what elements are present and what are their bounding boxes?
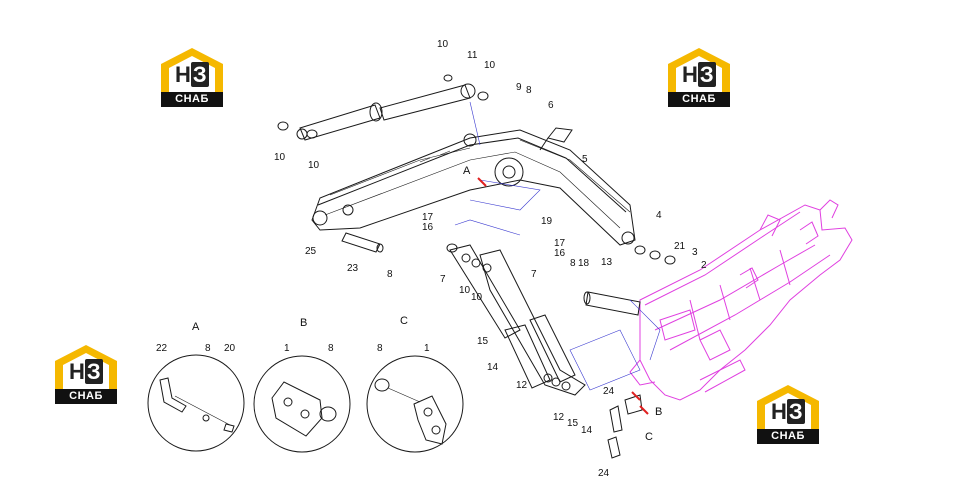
- label-21: 21: [674, 241, 686, 252]
- label-10: 10: [274, 152, 286, 163]
- label-14: 14: [487, 362, 499, 373]
- boom: [311, 129, 636, 246]
- upper-frame: [629, 199, 853, 401]
- logo-caption: СНАБ: [55, 389, 117, 404]
- logo-letter: Н: [771, 399, 787, 424]
- label-9: 9: [516, 82, 522, 93]
- logo-letter: Н: [175, 62, 191, 87]
- logo-digit: З: [697, 62, 716, 87]
- detail-A-part-22: 22: [156, 343, 168, 354]
- detail-C-part-8: 8: [377, 343, 383, 354]
- label-15: 15: [477, 336, 489, 347]
- washers-right: [634, 245, 676, 265]
- pin-23: [341, 232, 384, 253]
- section-markers: [477, 177, 649, 415]
- detail-A-title: A: [192, 321, 200, 333]
- label-3: 3: [692, 247, 698, 258]
- brand-logo: НЗ СНАБ: [757, 385, 819, 445]
- label-6: 6: [548, 100, 554, 111]
- pin-13: [583, 291, 641, 316]
- logo-caption: СНАБ: [668, 92, 730, 107]
- label-2: 2: [701, 260, 707, 271]
- label-10: 10: [437, 39, 449, 50]
- label-24: 24: [603, 386, 615, 397]
- logo-digit: З: [84, 359, 103, 384]
- label-12: 12: [516, 380, 528, 391]
- label-B: B: [655, 406, 662, 418]
- label-23: 23: [347, 263, 359, 274]
- label-C: C: [645, 431, 653, 443]
- label-24: 24: [598, 468, 610, 479]
- label-16: 16: [554, 248, 566, 259]
- label-10: 10: [459, 285, 471, 296]
- logo-caption: СНАБ: [161, 92, 223, 107]
- label-25: 25: [305, 246, 317, 257]
- label-19: 19: [541, 216, 553, 227]
- logo-digit: З: [190, 62, 209, 87]
- label-5: 5: [582, 154, 588, 165]
- detail-B-part-1: 1: [284, 343, 290, 354]
- detail-A: A 22 8 20: [147, 321, 245, 452]
- hydraulic-line: [519, 139, 631, 213]
- label-8: 8: [387, 269, 393, 280]
- label-A: A: [463, 165, 471, 177]
- logo-letter: Н: [682, 62, 698, 87]
- label-7: 7: [531, 269, 537, 280]
- label-4: 4: [656, 210, 662, 221]
- label-10: 10: [471, 292, 483, 303]
- brand-logo: НЗ СНАБ: [668, 48, 730, 108]
- logo-digit: З: [786, 399, 805, 424]
- arm-cylinder: [446, 243, 551, 389]
- brand-logo: НЗ СНАБ: [161, 48, 223, 108]
- label-14: 14: [581, 425, 593, 436]
- label-12: 12: [553, 412, 565, 423]
- label-8: 8: [526, 85, 532, 96]
- detail-B-part-8: 8: [328, 343, 334, 354]
- leader-lines: [454, 101, 661, 391]
- detail-A-part-20: 20: [224, 343, 236, 354]
- label-11: 11: [467, 50, 478, 61]
- boom-cylinder: [277, 74, 489, 141]
- detail-C-title: C: [400, 315, 408, 327]
- label-8: 8: [570, 258, 576, 269]
- hydraulic-line: [329, 147, 471, 196]
- logo-caption: СНАБ: [757, 429, 819, 444]
- pin-24: [607, 394, 643, 459]
- label-10: 10: [308, 160, 320, 171]
- label-16: 16: [422, 222, 434, 233]
- label-13: 13: [601, 257, 613, 268]
- label-7: 7: [440, 274, 446, 285]
- detail-B: B 1 8: [253, 317, 351, 453]
- detail-C-part-1: 1: [424, 343, 430, 354]
- label-17: 17: [554, 238, 566, 249]
- detail-A-part-8: 8: [205, 343, 211, 354]
- label-10: 10: [484, 60, 496, 71]
- label-18: 18: [578, 258, 590, 269]
- pin-6: [539, 127, 573, 151]
- part-labels: 10 11 10 9 8 6 10 10 5 A 4 17 16 19 21 3…: [274, 39, 707, 479]
- arm: [479, 249, 586, 396]
- label-17: 17: [422, 212, 434, 223]
- brand-logo: НЗ СНАБ: [55, 345, 117, 405]
- detail-C: C 8 1: [366, 315, 464, 453]
- logo-letter: Н: [69, 359, 85, 384]
- detail-B-title: B: [300, 317, 307, 329]
- label-15: 15: [567, 418, 579, 429]
